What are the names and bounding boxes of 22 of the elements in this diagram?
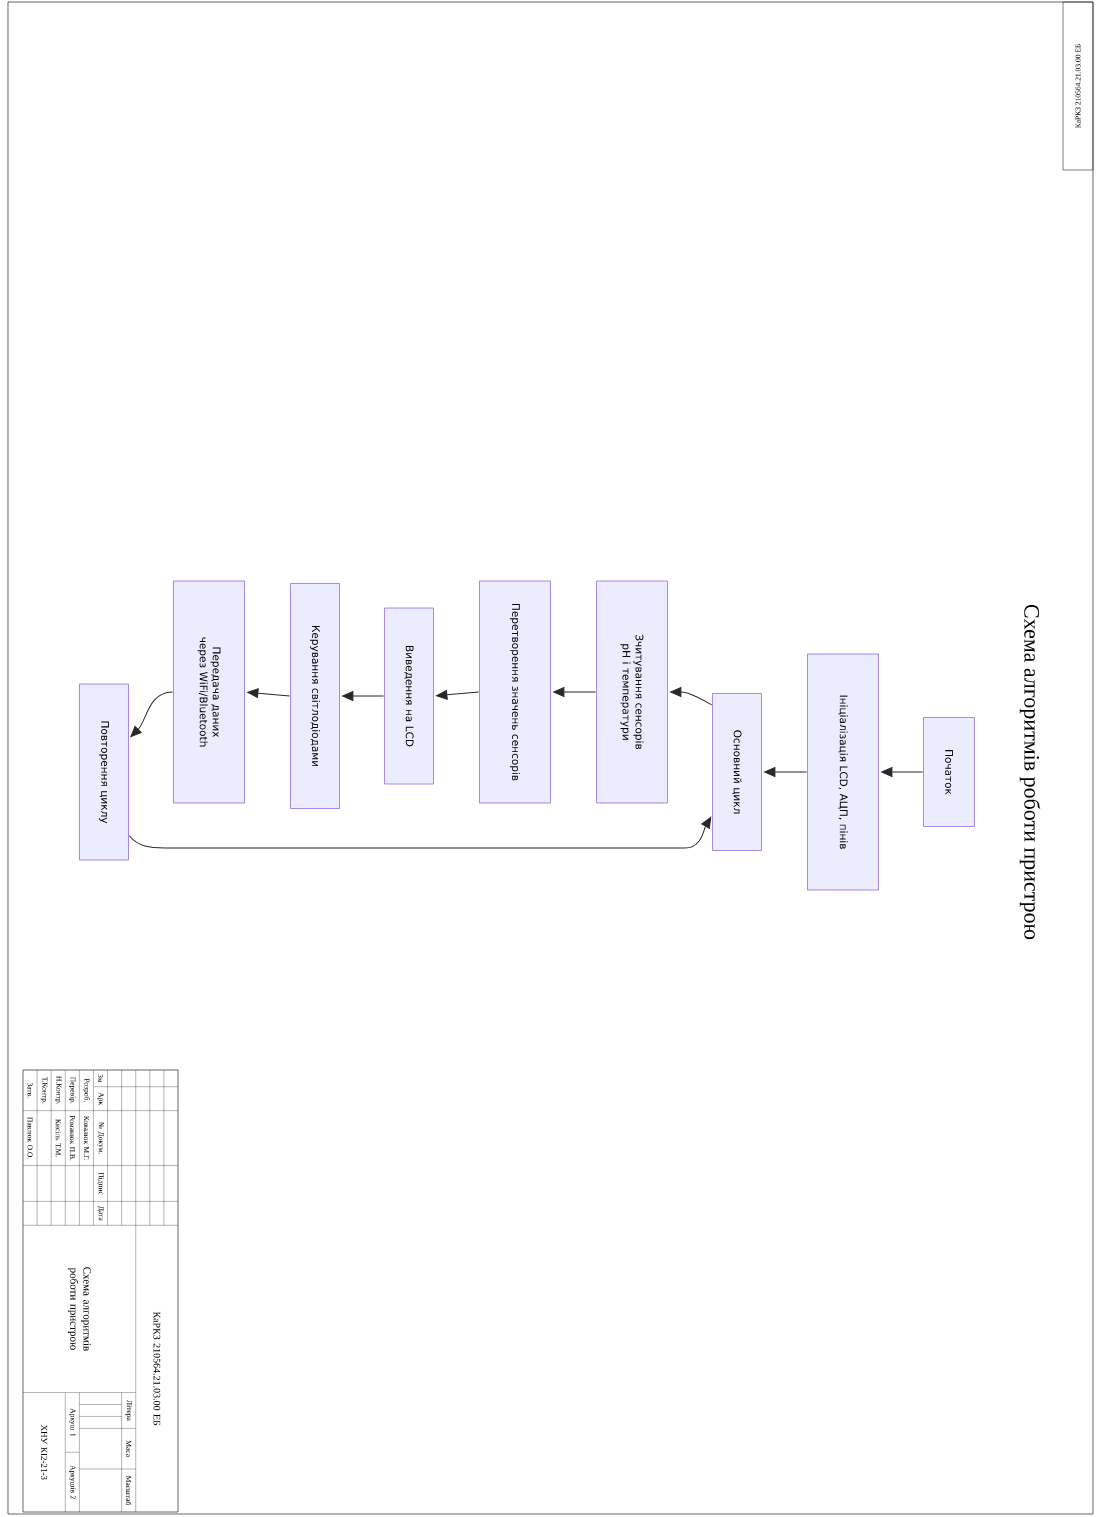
- arrow: [436, 690, 480, 700]
- arrow: [342, 691, 385, 701]
- arrow: [247, 688, 291, 698]
- title: Схема алгоритмів роботи пристрою: [1019, 604, 1041, 940]
- process-box: Керування світлодіодами: [290, 583, 340, 809]
- arrow: [130, 691, 174, 738]
- process-box: Початок: [923, 717, 975, 827]
- arrow: [670, 687, 713, 706]
- arrow: [553, 687, 597, 697]
- process-box: Ініціалізація LCD, АЦП, пінів: [807, 653, 879, 891]
- title-block-text: ХНУ КІ2-21-3: [41, 1424, 48, 1480]
- process-box: Основний цикл: [712, 693, 762, 851]
- title-block-text: Схема алгоритмів роботи пристрою: [67, 1267, 91, 1351]
- process-box: Перетворення значень сенсорів: [479, 580, 551, 804]
- arrow: [764, 767, 808, 777]
- arrow: [128, 816, 712, 849]
- title-block-text: КаРКЗ 210564.21.03.00 ЕБ: [153, 1311, 161, 1426]
- process-box: Зчитування сенсорів pH і температури: [596, 580, 668, 804]
- arrow: [881, 767, 924, 777]
- process-box: Виведення на LCD: [384, 607, 434, 785]
- process-box: Передача даних через WiFi/Bluetooth: [173, 580, 245, 804]
- process-box: Повторення циклу: [79, 683, 129, 861]
